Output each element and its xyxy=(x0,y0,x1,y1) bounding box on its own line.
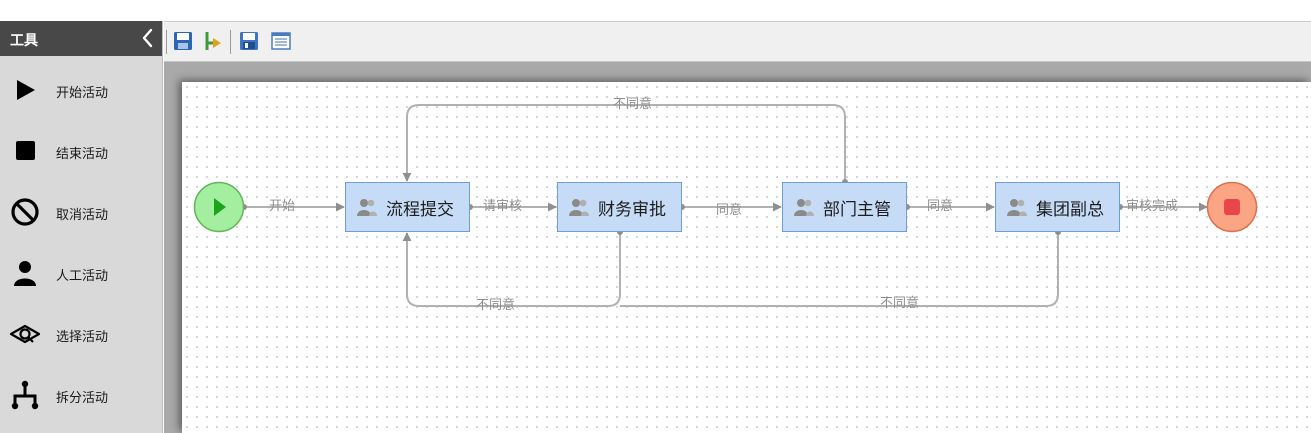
edge-reject-mid xyxy=(402,232,621,307)
tool-choice-activity[interactable]: 选择活动 xyxy=(0,305,162,366)
toolbar-separator xyxy=(166,30,167,54)
tool-label: 人工活动 xyxy=(56,269,109,284)
person-icon xyxy=(9,257,41,289)
save-as-icon[interactable] xyxy=(238,30,260,52)
tool-manual-activity[interactable]: 人工活动 xyxy=(0,244,162,305)
eye-choice-icon xyxy=(9,318,41,350)
tool-end-activity[interactable]: 结束活动 xyxy=(0,122,162,183)
split-icon xyxy=(9,379,41,411)
prohibited-icon xyxy=(9,196,41,228)
users-icon xyxy=(793,196,815,218)
edge-label-start: 开始 xyxy=(269,199,296,214)
list-icon[interactable] xyxy=(270,30,292,52)
tool-label: 取消活动 xyxy=(56,208,109,223)
end-node[interactable] xyxy=(1206,181,1258,233)
flow-canvas[interactable]: 流程提交 财务审批 部门主管 集团副总 开始 请审核 同意 同意 审核完成 不同… xyxy=(182,82,1311,433)
tool-label: 开始活动 xyxy=(56,86,109,101)
node-process-submit[interactable]: 流程提交 xyxy=(345,182,470,232)
tool-split-activity[interactable]: 拆分活动 xyxy=(0,366,162,427)
tool-cancel-activity[interactable]: 取消活动 xyxy=(0,183,162,244)
edge-label-reject-mid: 不同意 xyxy=(476,298,516,313)
tool-label: 拆分活动 xyxy=(56,391,109,406)
edge-reject-right xyxy=(620,232,1059,307)
node-label: 集团副总 xyxy=(1036,200,1104,220)
tool-label: 选择活动 xyxy=(56,330,109,345)
node-finance-approval[interactable]: 财务审批 xyxy=(557,182,682,232)
toolbox-title: 工具 xyxy=(10,33,38,49)
tool-start-activity[interactable]: 开始活动 xyxy=(0,61,162,122)
play-icon xyxy=(214,198,226,216)
edge-label-agree1: 同意 xyxy=(716,203,743,218)
users-icon xyxy=(568,196,590,218)
toolbox-sidebar: 工具 开始活动 结束活动 取消活动 人工活动 选择活动 xyxy=(0,21,163,433)
workspace: 流程提交 财务审批 部门主管 集团副总 开始 请审核 同意 同意 审核完成 不同… xyxy=(164,62,1311,433)
edge-label-complete: 审核完成 xyxy=(1126,199,1179,214)
tool-label: 结束活动 xyxy=(56,147,109,162)
node-label: 流程提交 xyxy=(386,200,454,220)
toolbar-separator xyxy=(230,30,231,54)
node-label: 财务审批 xyxy=(598,200,666,220)
node-department-head[interactable]: 部门主管 xyxy=(782,182,907,232)
edge-label-review: 请审核 xyxy=(483,199,523,214)
users-icon xyxy=(356,196,378,218)
stop-square-icon xyxy=(1224,199,1240,215)
edge-reject-top xyxy=(402,104,846,182)
top-bar xyxy=(0,0,1311,21)
node-label: 部门主管 xyxy=(823,200,891,220)
edge-label-reject-right: 不同意 xyxy=(880,296,920,311)
export-icon[interactable] xyxy=(202,30,224,52)
toolbox-header: 工具 xyxy=(0,21,162,56)
play-icon xyxy=(9,74,41,106)
edge-label-agree2: 同意 xyxy=(927,199,954,214)
save-icon[interactable] xyxy=(172,30,194,52)
stop-square-icon xyxy=(9,135,41,167)
toolbar xyxy=(164,21,1311,62)
edge-label-reject-top: 不同意 xyxy=(613,97,653,112)
users-icon xyxy=(1006,196,1028,218)
start-node[interactable] xyxy=(193,181,245,233)
collapse-chevron-icon[interactable] xyxy=(138,25,158,51)
node-group-vp[interactable]: 集团副总 xyxy=(995,182,1120,232)
flow-connectors xyxy=(193,104,1258,307)
